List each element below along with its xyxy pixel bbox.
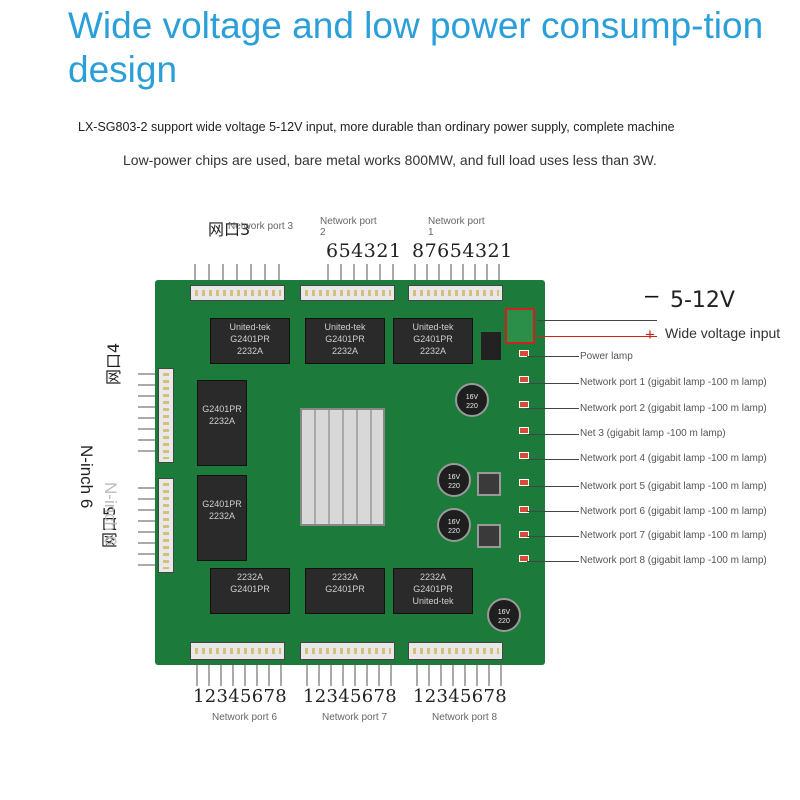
lamp-label: Network port 4 (gigabit lamp -100 m lamp… bbox=[580, 453, 767, 464]
heatsink bbox=[300, 408, 385, 526]
port3-label: Network port 3 bbox=[228, 221, 294, 232]
port6-pins: 12345678 bbox=[193, 686, 288, 707]
inductor-1 bbox=[477, 472, 501, 496]
description-line-1: LX-SG803-2 support wide voltage 5-12V in… bbox=[78, 120, 675, 134]
lamp-label: Network port 2 (gigabit lamp -100 m lamp… bbox=[580, 403, 767, 414]
port5-text: N-inch 6 bbox=[101, 482, 120, 546]
power-input-pads bbox=[505, 308, 535, 344]
port1-pins: 87654321 bbox=[412, 240, 513, 262]
port8-label: Network port 8 bbox=[432, 712, 498, 723]
port4-text: N-inch 6 bbox=[77, 445, 96, 509]
description-line-2: Low-power chips are used, bare metal wor… bbox=[123, 152, 657, 168]
lamp-label: Power lamp bbox=[580, 351, 633, 362]
plus-callout-line bbox=[537, 336, 657, 337]
wide-voltage-input-label: Wide voltage input bbox=[665, 325, 781, 341]
port2-pins: 654321 bbox=[326, 240, 402, 262]
lamp-label: Net 3 (gigabit lamp -100 m lamp) bbox=[580, 428, 726, 439]
port6-label: Network port 6 bbox=[212, 712, 278, 723]
port7-pins: 12345678 bbox=[303, 686, 398, 707]
lamp-label: Network port 1 (gigabit lamp -100 m lamp… bbox=[580, 377, 767, 388]
port1-label: Network port 1 bbox=[428, 216, 485, 238]
port2-label: Network port 2 bbox=[320, 216, 377, 238]
left-pin-leads bbox=[138, 373, 158, 566]
page-title: Wide voltage and low power consump-tion … bbox=[68, 5, 764, 90]
port7-label: Network port 7 bbox=[322, 712, 388, 723]
port3-glyph: 网口3 bbox=[208, 220, 251, 239]
port8-pins: 12345678 bbox=[413, 686, 508, 707]
minus-sign: – bbox=[645, 282, 659, 309]
minus-callout-line bbox=[537, 320, 657, 321]
bottom-pin-leads bbox=[196, 660, 502, 686]
inductor-2 bbox=[477, 524, 501, 548]
voltage-range: 5-12V bbox=[670, 288, 735, 313]
lamp-label: Network port 5 (gigabit lamp -100 m lamp… bbox=[580, 481, 767, 492]
lamp-label: Network port 8 (gigabit lamp -100 m lamp… bbox=[580, 555, 767, 566]
plus-sign: + bbox=[645, 325, 655, 344]
lamp-label: Network port 6 (gigabit lamp -100 m lamp… bbox=[580, 506, 767, 517]
lamp-label: Network port 7 (gigabit lamp -100 m lamp… bbox=[580, 530, 767, 541]
power-jack bbox=[481, 332, 501, 360]
